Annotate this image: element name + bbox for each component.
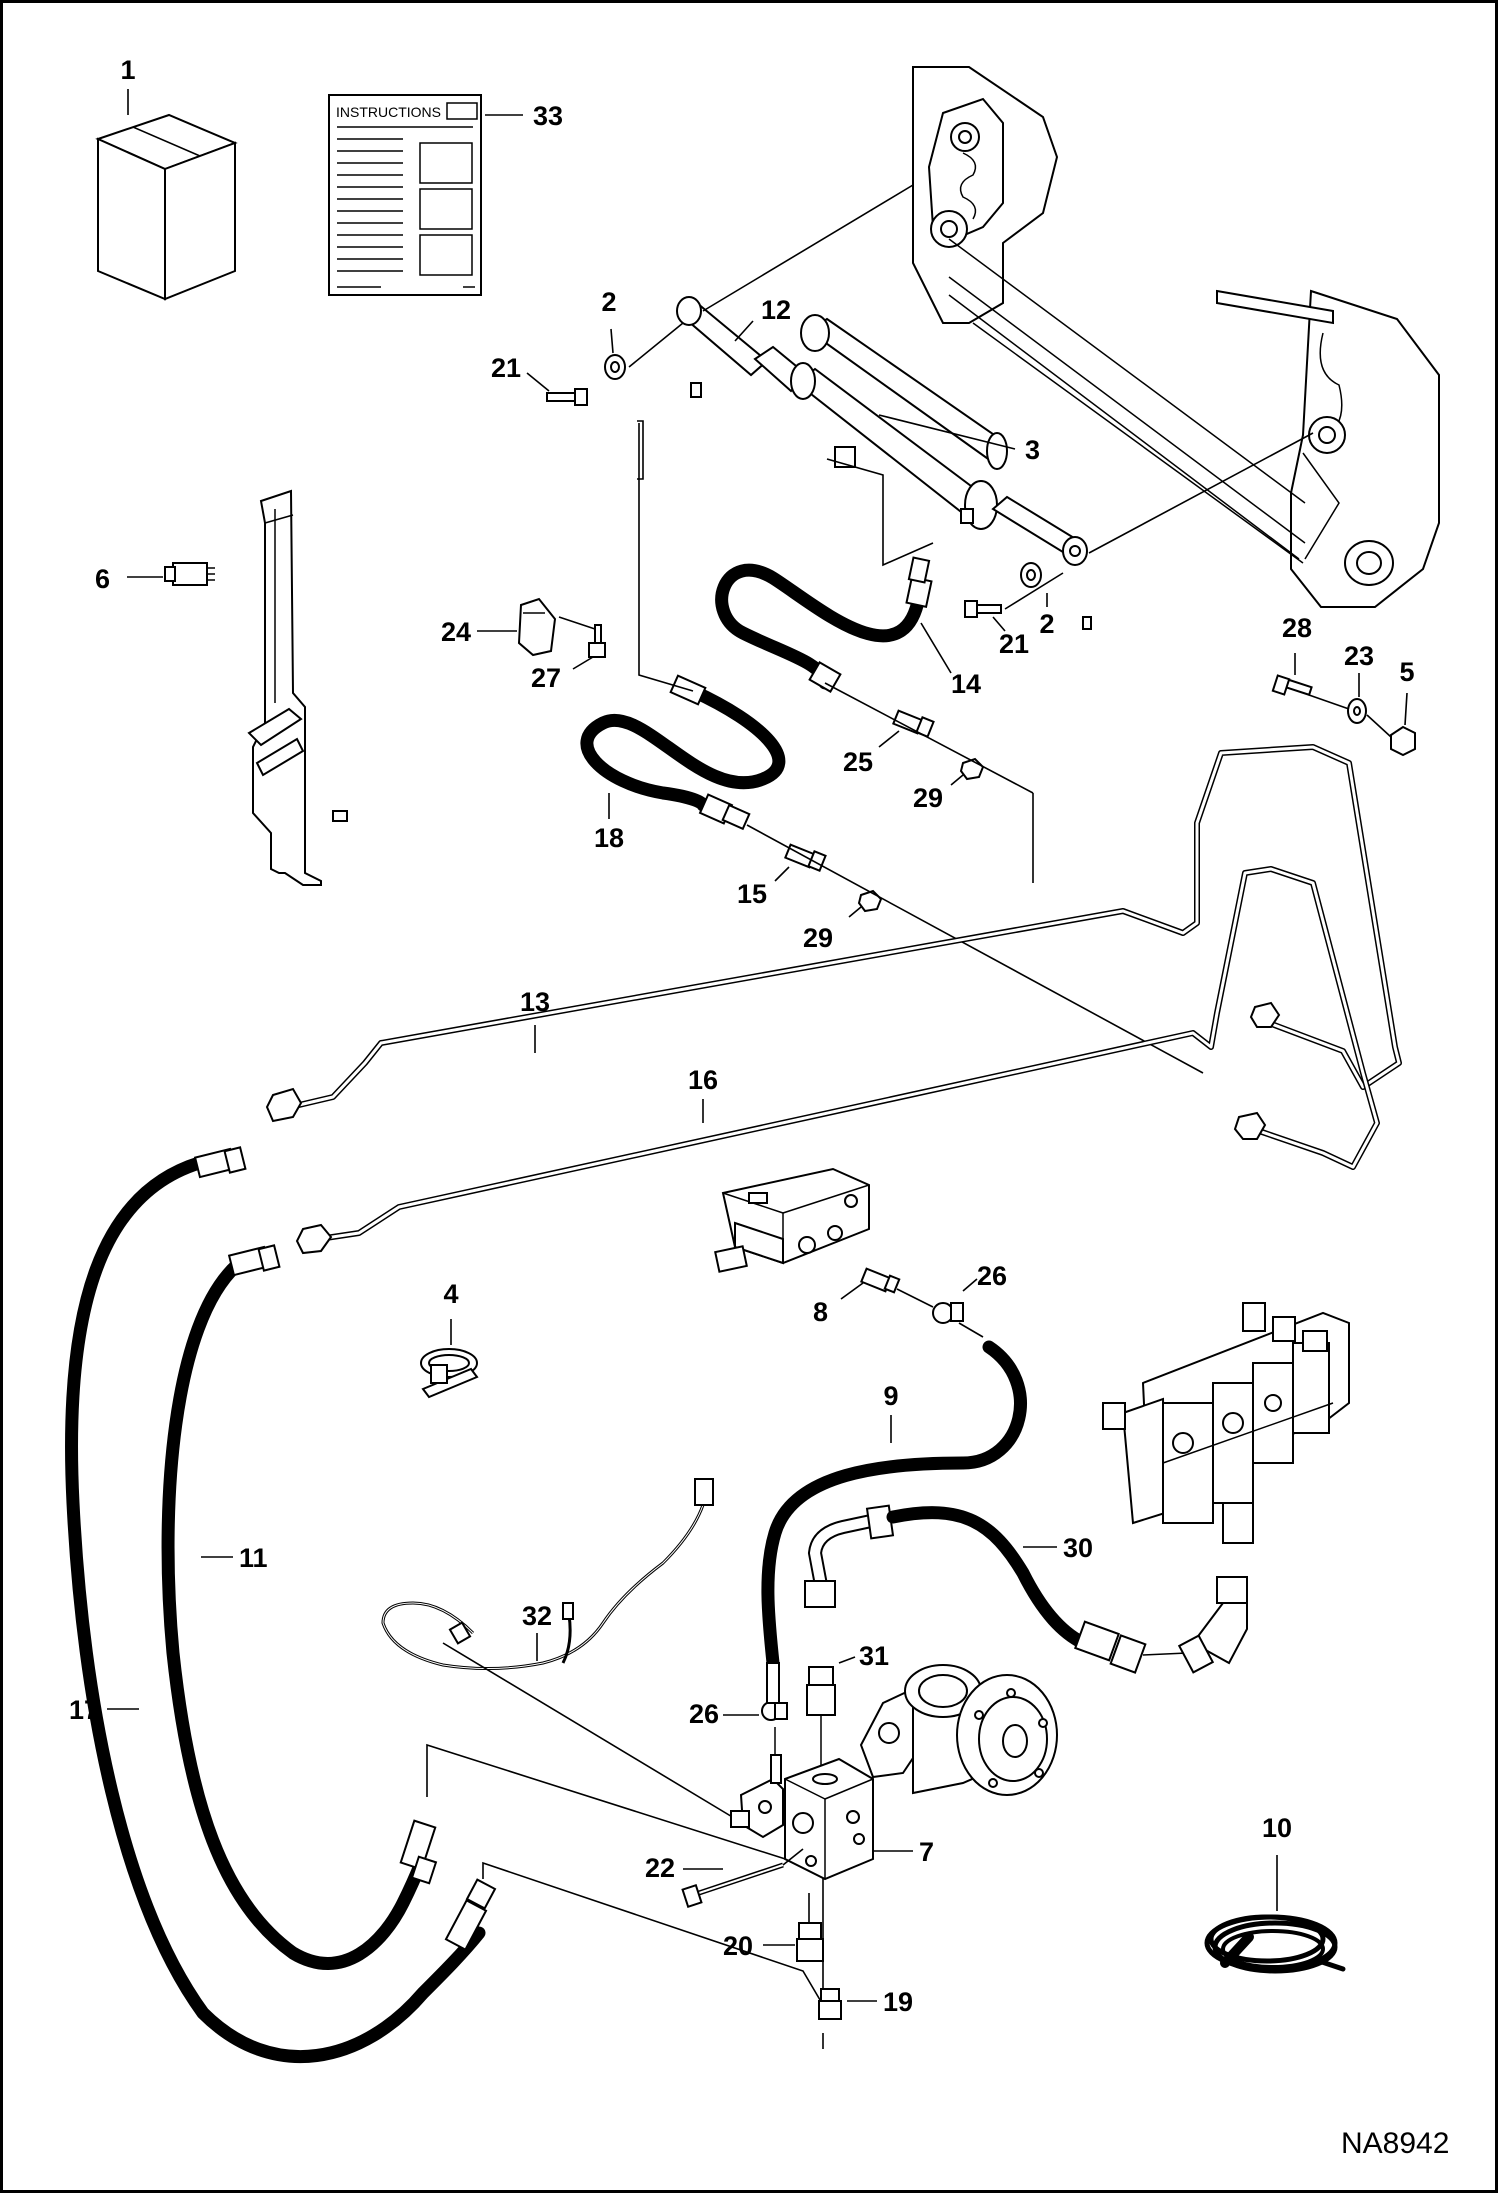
part-19-fitting: [818, 1988, 842, 2020]
part-12-cylinder: [676, 296, 1088, 566]
part-21-bolt-lower: [964, 600, 1002, 618]
part-24-clip: [517, 597, 557, 657]
hydraulic-motor: [859, 1664, 1058, 1796]
callout-23: 23: [1344, 641, 1374, 671]
callout-9: 9: [883, 1381, 898, 1411]
part-21-bolt-upper: [546, 388, 588, 406]
part-32-wire-harness: [381, 1478, 740, 1822]
part-23-washer: [1347, 698, 1367, 724]
callout-19: 19: [883, 1987, 913, 2017]
callout-26-lower: 26: [689, 1699, 719, 1729]
callout-1: 1: [120, 55, 135, 85]
main-control-valve: [1102, 1302, 1350, 1544]
grease-fitting-lower: [1082, 616, 1092, 630]
callout-7: 7: [919, 1837, 934, 1867]
part-29-nut-upper: [959, 757, 985, 781]
part-13-steel-line: [265, 744, 1402, 1123]
callout-14: 14: [951, 669, 981, 699]
callout-4: 4: [443, 1279, 458, 1309]
part-2-washer-upper: [604, 354, 626, 380]
part-4-cable-tie: [420, 1348, 479, 1399]
part-6-connector: [164, 562, 215, 586]
callout-29-upper: 29: [913, 783, 943, 813]
callout-8: 8: [813, 1297, 828, 1327]
callout-12: 12: [761, 295, 791, 325]
part-20-fitting: [796, 1922, 824, 1962]
part-11-hose: [161, 1244, 438, 1970]
part-30-hose: [804, 1504, 1147, 1674]
drawing-code: NA8942: [1341, 2127, 1449, 2160]
callout-13: 13: [520, 987, 550, 1017]
callout-10: 10: [1262, 1813, 1292, 1843]
callout-27: 27: [531, 663, 561, 693]
mounting-frame-assembly: [912, 66, 1440, 608]
part-29-nut-lower: [857, 889, 883, 913]
part-7-valve-block: [730, 1754, 874, 1881]
part-1-box: [95, 113, 238, 301]
callout-21-lower: 21: [999, 629, 1029, 659]
callout-6: 6: [95, 564, 110, 594]
callout-22: 22: [645, 1853, 675, 1883]
part-26-clamp-lower: [761, 1662, 788, 1783]
callout-28: 28: [1282, 613, 1312, 643]
callout-3: 3: [1025, 435, 1040, 465]
part-26-clamp-upper: [932, 1302, 964, 1324]
callout-18: 18: [594, 823, 624, 853]
part-5-nut: [1390, 725, 1416, 757]
callout-26-upper: 26: [977, 1261, 1007, 1291]
grease-fitting-upper: [690, 382, 702, 398]
part-9-hose: [761, 1340, 1027, 1670]
control-valve-block: [714, 1167, 870, 1273]
callout-24: 24: [441, 617, 471, 647]
callout-16: 16: [688, 1065, 718, 1095]
elbow-fitting: [1177, 1576, 1248, 1674]
callout-2-lower: 2: [1039, 609, 1054, 639]
part-28-bolt: [1271, 674, 1313, 697]
callout-32: 32: [522, 1601, 552, 1631]
part-33-instructions-sheet: INSTRUCTIONS: [328, 94, 482, 296]
part-16-steel-line: [295, 866, 1380, 1255]
callout-20: 20: [723, 1931, 753, 1961]
callout-5: 5: [1399, 657, 1414, 687]
part-27-bolt: [588, 624, 606, 658]
part-8-fitting: [860, 1267, 901, 1294]
part-2-washer-lower: [1020, 562, 1042, 588]
callout-25: 25: [843, 747, 873, 777]
part-22-bolt: [681, 1862, 784, 1908]
callout-31: 31: [859, 1641, 889, 1671]
callout-29-lower: 29: [803, 923, 833, 953]
part-10-coiled-tube: [1204, 1914, 1346, 1974]
part-17-hose: [65, 1146, 497, 2063]
callout-21-upper: 21: [491, 353, 521, 383]
callout-17: 17: [69, 1695, 99, 1725]
part-3-cylinder-guard: [800, 314, 1008, 470]
mounting-rail: [247, 489, 348, 886]
part-25-fitting: [892, 709, 935, 738]
callout-33: 33: [533, 101, 563, 131]
callout-2-upper: 2: [601, 287, 616, 317]
part-18-hose: [580, 674, 786, 831]
callout-30: 30: [1063, 1533, 1093, 1563]
instructions-title: INSTRUCTIONS: [336, 104, 441, 120]
part-14-hose: [715, 556, 933, 694]
callout-15: 15: [737, 879, 767, 909]
parts-diagram: 1 INSTRUCTIONS 33 6: [65, 55, 1449, 2160]
callout-11: 11: [239, 1543, 268, 1573]
part-31-fitting: [806, 1666, 836, 1773]
